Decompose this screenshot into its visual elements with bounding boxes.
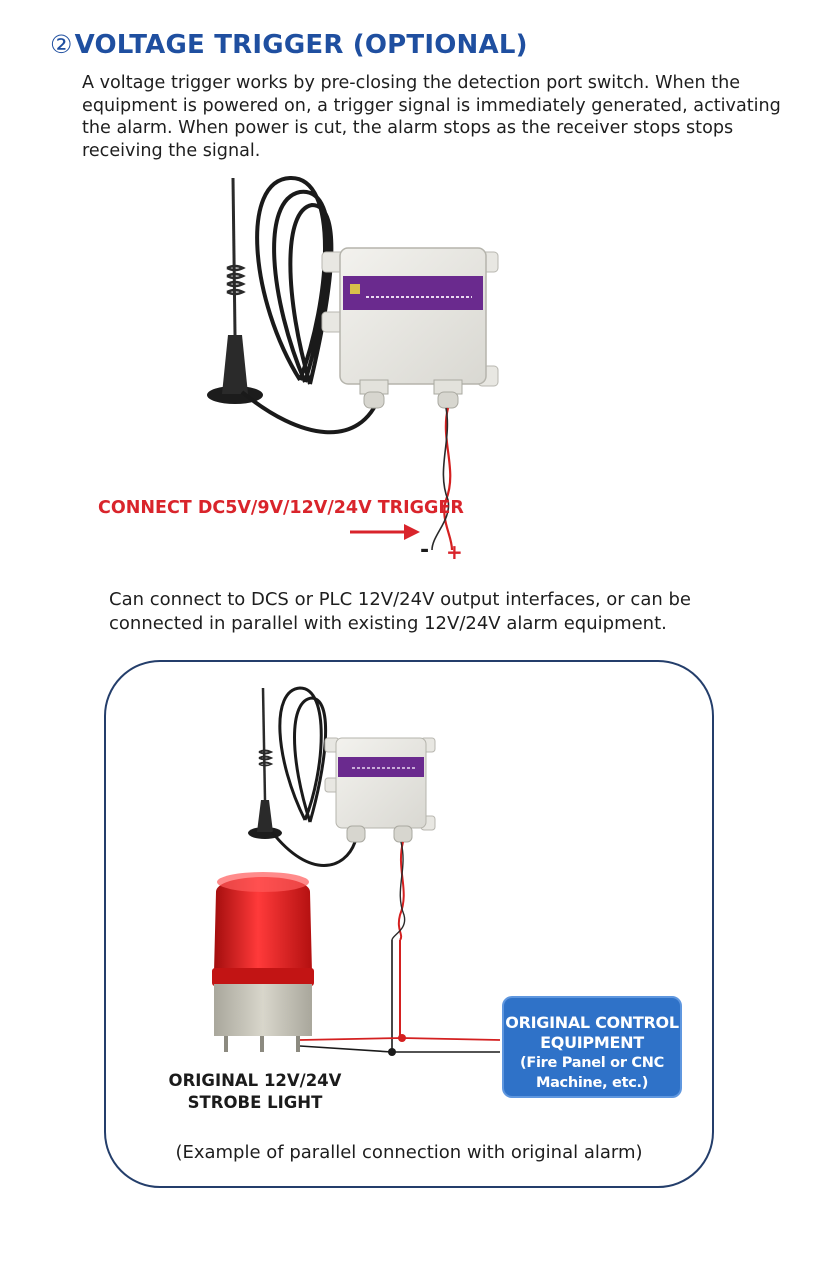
antenna-cable	[240, 175, 382, 435]
control-equipment-box: ORIGINAL CONTROL EQUIPMENT (Fire Panel o…	[502, 996, 682, 1098]
compatibility-description: Can connect to DCS or PLC 12V/24V output…	[109, 589, 691, 634]
trigger-voltage-label: CONNECT DC5V/9V/12V/24V TRIGGER	[98, 498, 464, 518]
parallel-connection-diagram	[212, 686, 501, 1056]
trigger-arrow-icon	[404, 524, 420, 540]
device-label-strip	[343, 276, 483, 310]
trigger-wire-red	[443, 407, 454, 551]
strobe-light	[212, 872, 314, 1052]
receiver-device-top	[207, 175, 499, 551]
receiver-enclosure-top	[321, 247, 499, 409]
control-box-line3: (Fire Panel or CNC	[520, 1055, 664, 1071]
terminal-minus: -	[420, 538, 430, 563]
example-panel	[104, 660, 714, 1188]
intro-paragraph: A voltage trigger works by pre-closing t…	[82, 73, 781, 161]
trigger-wire-black	[431, 407, 450, 551]
control-box-line4: Machine, etc.)	[535, 1075, 649, 1091]
example-caption: (Example of parallel connection with ori…	[175, 1142, 643, 1163]
strobe-label-line1: ORIGINAL 12V/24V	[168, 1071, 342, 1090]
strobe-light-label: ORIGINAL 12V/24V STROBE LIGHT	[150, 1070, 360, 1114]
antenna-rod	[231, 177, 237, 336]
strobe-label-line2: STROBE LIGHT	[187, 1093, 323, 1112]
antenna-coil	[226, 264, 246, 296]
control-box-line2: EQUIPMENT	[540, 1033, 644, 1052]
section-number: ②	[50, 30, 73, 59]
control-box-line1: ORIGINAL CONTROL	[505, 1013, 679, 1032]
terminal-plus: +	[446, 540, 463, 564]
section-heading: ②VOLTAGE TRIGGER (OPTIONAL)	[50, 30, 528, 60]
section-title: VOLTAGE TRIGGER (OPTIONAL)	[74, 30, 528, 60]
